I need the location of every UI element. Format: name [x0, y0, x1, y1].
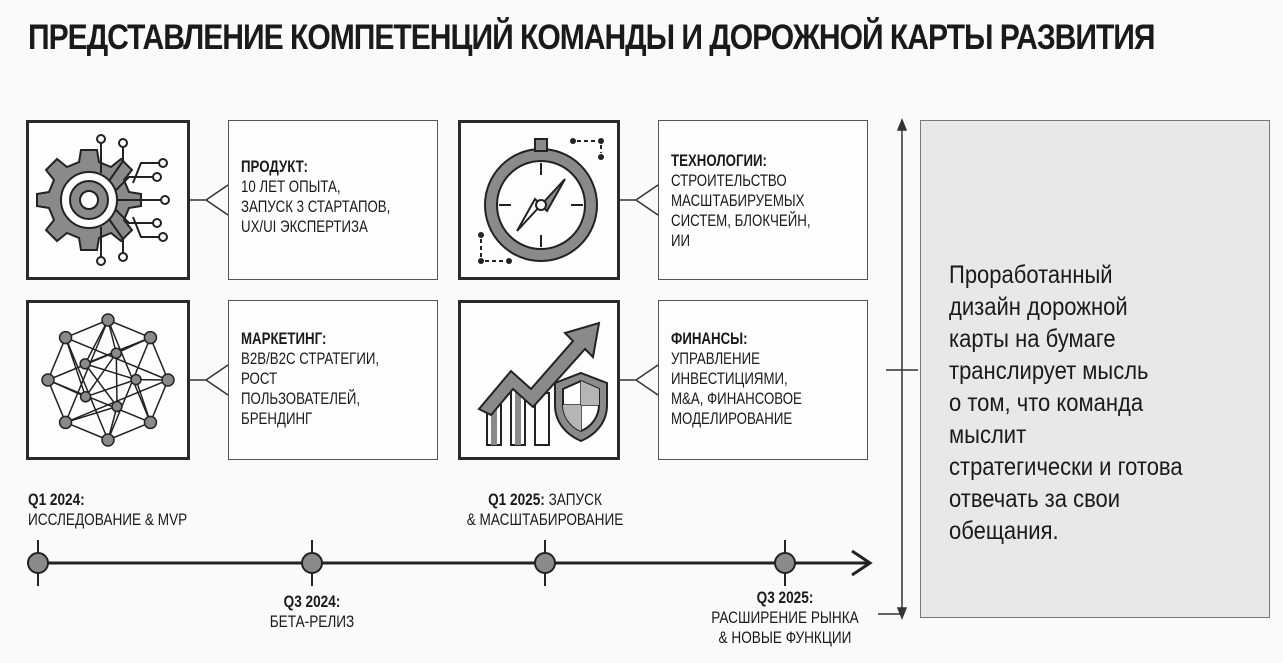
side-note-line: о том, что команда [949, 389, 1144, 417]
side-note-line: карты на бумаге [949, 325, 1116, 353]
technology-connector [620, 184, 659, 216]
product-heading: ПРОДУКТ: [241, 157, 308, 176]
milestone-q3-2025: Q3 2025: РАСШИРЕНИЕ РЫНКА & НОВЫЕ ФУНКЦИ… [693, 588, 877, 648]
side-note-line: транслирует мысль [949, 357, 1149, 385]
milestone-marker-q1-2025 [534, 552, 556, 574]
marketing-line: РОСТ [241, 369, 278, 388]
network-icon [41, 313, 175, 447]
side-note-line: мыслит [949, 421, 1027, 449]
milestone-text: РАСШИРЕНИЕ РЫНКА [711, 608, 859, 627]
compass-icon [478, 138, 604, 264]
milestone-text: & НОВЫЕ ФУНКЦИИ [718, 628, 852, 647]
technology-icon-box [458, 120, 620, 280]
side-note-box: Проработанный дизайн дорожной карты на б… [920, 120, 1270, 618]
finance-icon-box [458, 300, 620, 460]
finance-line: M&A, ФИНАНСОВОЕ [671, 389, 802, 408]
side-note-line: отвечать за свои [949, 485, 1121, 513]
marketing-heading: МАРКЕТИНГ: [241, 329, 327, 348]
finance-card: ФИНАНСЫ: УПРАВЛЕНИЕ ИНВЕСТИЦИЯМИ, M&A, Ф… [658, 300, 868, 460]
marketing-card: МАРКЕТИНГ: B2B/B2C СТРАТЕГИИ, РОСТ ПОЛЬЗ… [228, 300, 438, 460]
marketing-line: БРЕНДИНГ [241, 409, 313, 428]
side-note-line: дизайн дорожной [949, 293, 1128, 321]
timeline-arrowhead [851, 549, 873, 577]
marketing-line: ПОЛЬЗОВАТЕЛЕЙ, [241, 389, 361, 408]
technology-heading: ТЕХНОЛОГИИ: [671, 151, 767, 170]
milestone-marker-q3-2025 [774, 552, 796, 574]
marketing-connector [190, 364, 229, 396]
product-card: ПРОДУКТ: 10 ЛЕТ ОПЫТА, ЗАПУСК 3 СТАРТАПО… [228, 120, 438, 280]
milestone-text: БЕТА-РЕЛИЗ [269, 612, 355, 631]
finance-heading: ФИНАНСЫ: [671, 329, 748, 348]
milestone-text: ИССЛЕДОВАНИЕ & MVP [28, 510, 188, 529]
product-line: 10 ЛЕТ ОПЫТА, [241, 177, 341, 196]
side-bracket [878, 117, 918, 621]
gear-circuit-icon [36, 134, 170, 266]
technology-line: МАСШТАБИРУЕМЫХ [671, 191, 805, 210]
technology-line: СИСТЕМ, БЛОКЧЕЙН, [671, 211, 811, 230]
side-note-line: стратегически и готова [949, 453, 1183, 481]
product-line: ЗАПУСК 3 СТАРТАПОВ, [241, 197, 391, 216]
technology-card: ТЕХНОЛОГИИ: СТРОИТЕЛЬСТВО МАСШТАБИРУЕМЫХ… [658, 120, 868, 280]
product-icon-box [26, 120, 190, 280]
side-note-text: Проработанный дизайн дорожной карты на б… [949, 259, 1239, 547]
product-line: UX/UI ЭКСПЕРТИЗА [241, 217, 368, 236]
finance-line: МОДЕЛИРОВАНИЕ [671, 409, 793, 428]
milestone-heading: Q3 2025: [756, 588, 814, 607]
technology-line: ИИ [671, 231, 691, 250]
milestone-heading-line: Q1 2025: ЗАПУСК [449, 490, 641, 510]
side-note-line: Проработанный [949, 261, 1113, 289]
technology-line: СТРОИТЕЛЬСТВО [671, 171, 787, 190]
milestone-marker-q1-2024 [27, 552, 49, 574]
milestone-marker-q3-2024 [301, 552, 323, 574]
milestone-text: & МАСШТАБИРОВАНИЕ [466, 510, 624, 529]
milestone-q1-2025: Q1 2025: ЗАПУСК & МАСШТАБИРОВАНИЕ [449, 490, 641, 530]
product-connector [190, 184, 229, 216]
milestone-heading: Q1 2024: [28, 490, 85, 509]
milestone-q3-2024: Q3 2024: БЕТА-РЕЛИЗ [232, 592, 392, 632]
marketing-line: B2B/B2C СТРАТЕГИИ, [241, 349, 380, 368]
growth-chart-shield-icon [477, 321, 608, 446]
marketing-icon-box [26, 300, 190, 460]
milestone-heading-rest: ЗАПУСК [544, 490, 602, 509]
milestone-heading: Q3 2024: [283, 592, 341, 611]
finance-line: УПРАВЛЕНИЕ [671, 349, 760, 368]
milestone-heading: Q1 2025: [488, 490, 545, 509]
milestone-q1-2024: Q1 2024: ИССЛЕДОВАНИЕ & MVP [28, 490, 187, 530]
timeline [36, 549, 873, 577]
page-title: ПРЕДСТАВЛЕНИЕ КОМПЕТЕНЦИЙ КОМАНДЫ И ДОРО… [28, 18, 1156, 57]
finance-line: ИНВЕСТИЦИЯМИ, [671, 369, 788, 388]
finance-connector [620, 364, 659, 396]
side-note-line: обещания. [949, 517, 1059, 545]
